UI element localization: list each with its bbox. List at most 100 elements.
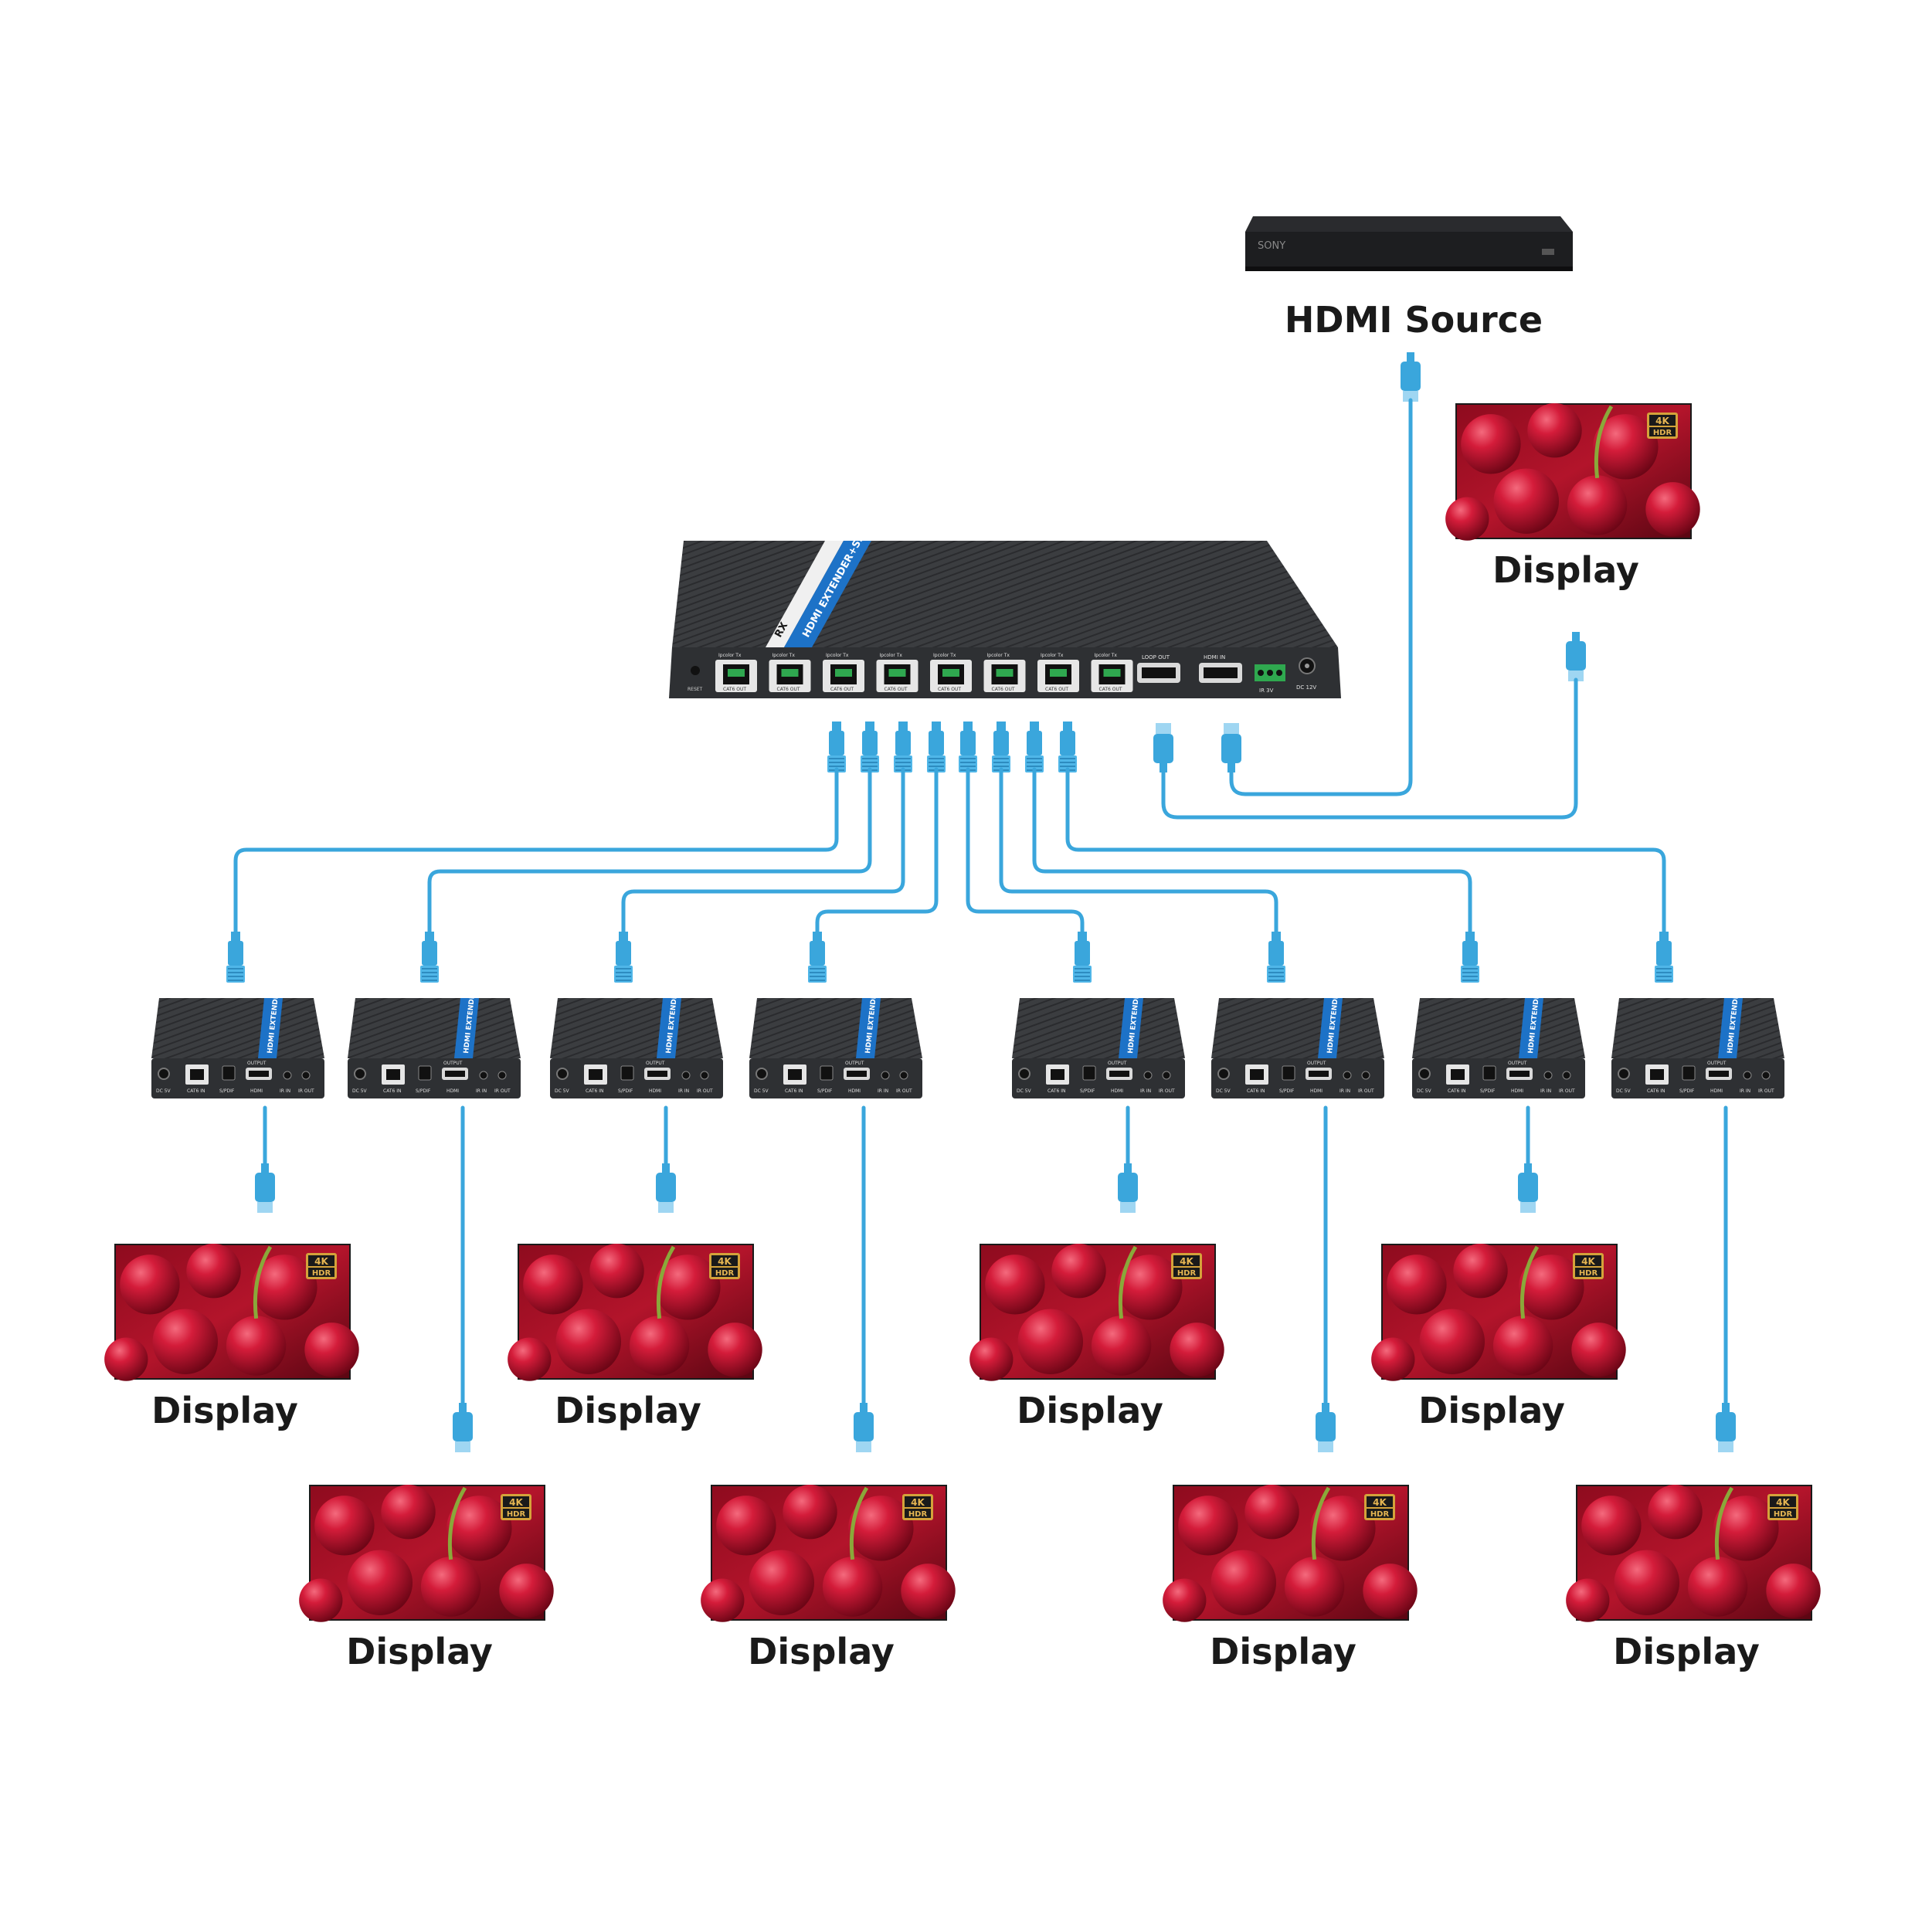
tx-side-rj45-connector [861, 722, 879, 772]
cherry-image [1614, 1550, 1680, 1615]
display-label: Display [1613, 1631, 1760, 1672]
receiver-badge [454, 998, 479, 1058]
receiver-output-label: OUTPUT [1307, 1061, 1326, 1066]
cherry-stem [1594, 405, 1614, 479]
receiver-ir-in-port [1343, 1071, 1352, 1080]
receiver-dc-label: DC 5V [1017, 1088, 1032, 1094]
receiver-dc-label: DC 5V [352, 1088, 368, 1094]
cherry-image [1566, 1578, 1610, 1622]
transmitter-dc-label: DC 12V [1296, 684, 1316, 691]
receiver-spdif-port [418, 1065, 432, 1081]
cable [815, 767, 939, 937]
cherry-image [1687, 1557, 1748, 1617]
receiver-ir-in-port [1743, 1071, 1752, 1080]
rx-side-rj45-connector [226, 932, 245, 983]
receiver-dc-label: DC 5V [555, 1088, 570, 1094]
cherry-stem [253, 1245, 273, 1319]
receiver-cat-label: CAT6 IN [1448, 1088, 1465, 1094]
receiver-badge [1318, 998, 1343, 1058]
cherry-image [252, 1255, 317, 1320]
tx-side-rj45-connector [894, 722, 912, 772]
receiver-ir-in-label: IR IN [1339, 1088, 1350, 1094]
cherry-image [1163, 1578, 1207, 1622]
receiver-ir-out-label: IR OUT [1159, 1088, 1175, 1094]
cherry-image [1051, 1244, 1106, 1299]
receiver-ir-out-port [1761, 1071, 1771, 1080]
cherry-image [749, 1550, 815, 1615]
cherry-image [304, 1323, 359, 1377]
receiver-output-label: OUTPUT [1108, 1061, 1127, 1066]
cherry-image [848, 1496, 914, 1561]
source-hdmi-connector [1401, 352, 1421, 402]
display-hdmi-connector [453, 1403, 473, 1452]
hdmi-source: SONY [1245, 216, 1573, 271]
cherry-image [1363, 1564, 1418, 1618]
cherry-image [152, 1309, 219, 1374]
receiver-ir-in-label: IR IN [1540, 1088, 1551, 1094]
display-label: Display [346, 1631, 493, 1672]
display-label: Display [1017, 1390, 1163, 1431]
display-label: Display [151, 1390, 298, 1431]
cherry-image [1519, 1255, 1584, 1320]
receiver-cat-label: CAT6 IN [187, 1088, 205, 1094]
cherry-image [347, 1550, 413, 1615]
receiver-ir-out-port [1162, 1071, 1171, 1080]
cable [966, 767, 1085, 937]
tx-side-rj45-connector [1058, 722, 1077, 772]
rx-side-rj45-connector [614, 932, 633, 983]
receiver-ir-in-port [283, 1071, 292, 1080]
cherry-stem [1519, 1245, 1540, 1319]
ir-terminal: IR 3V [1255, 664, 1285, 694]
hdmi-source-label: HDMI Source [1285, 299, 1543, 341]
cherry-image [1645, 482, 1700, 537]
receiver-ir-in-port [1143, 1071, 1153, 1080]
cherry-image [1453, 1244, 1508, 1299]
cherry-stem [656, 1245, 676, 1319]
cable [1032, 767, 1472, 937]
receiver-ir-in-port [881, 1071, 890, 1080]
cherry-stem [1714, 1486, 1734, 1560]
receiver-spdif-port [820, 1065, 834, 1081]
receiver-hdmi-label: HDMI [250, 1088, 263, 1094]
cherry-image [1493, 468, 1560, 534]
cherry-image [1527, 403, 1582, 458]
cherry-image [1461, 414, 1521, 474]
receiver-badge [856, 998, 881, 1058]
receiver-output-label: OUTPUT [646, 1061, 665, 1066]
cherry-stem [447, 1486, 467, 1560]
receiver-dc-label: DC 5V [754, 1088, 769, 1094]
cable [427, 767, 872, 937]
cherry-image [701, 1578, 745, 1622]
receiver-dc-port [1418, 1068, 1431, 1080]
cat-port-bottom-label: CAT6 OUT [885, 687, 908, 692]
display-label: Display [1210, 1631, 1356, 1672]
cherry-image [1017, 1309, 1084, 1374]
cherry-image [969, 1337, 1014, 1381]
source-usb-port [1542, 249, 1554, 255]
cherry-image [381, 1485, 436, 1540]
receiver-cat-label: CAT6 IN [383, 1088, 401, 1094]
receiver-cat-label: CAT6 IN [1247, 1088, 1265, 1094]
cherry-image [1581, 1496, 1642, 1556]
cherry-image [589, 1244, 644, 1299]
receiver-spdif-label: S/PDIF [817, 1088, 833, 1094]
receiver-ir-out-port [1562, 1071, 1571, 1080]
loop-display-hdmi-connector [1566, 632, 1586, 681]
cherry-image [314, 1496, 375, 1556]
cherry-image [420, 1557, 481, 1617]
cat-port-bottom-label: CAT6 OUT [723, 687, 746, 692]
reset-button[interactable] [691, 666, 700, 675]
cat-port-bottom-label: CAT6 OUT [1045, 687, 1068, 692]
receiver-dc-port [1018, 1068, 1031, 1080]
cherry-image [523, 1255, 583, 1315]
badge-4k-text: 4K [509, 1497, 523, 1508]
